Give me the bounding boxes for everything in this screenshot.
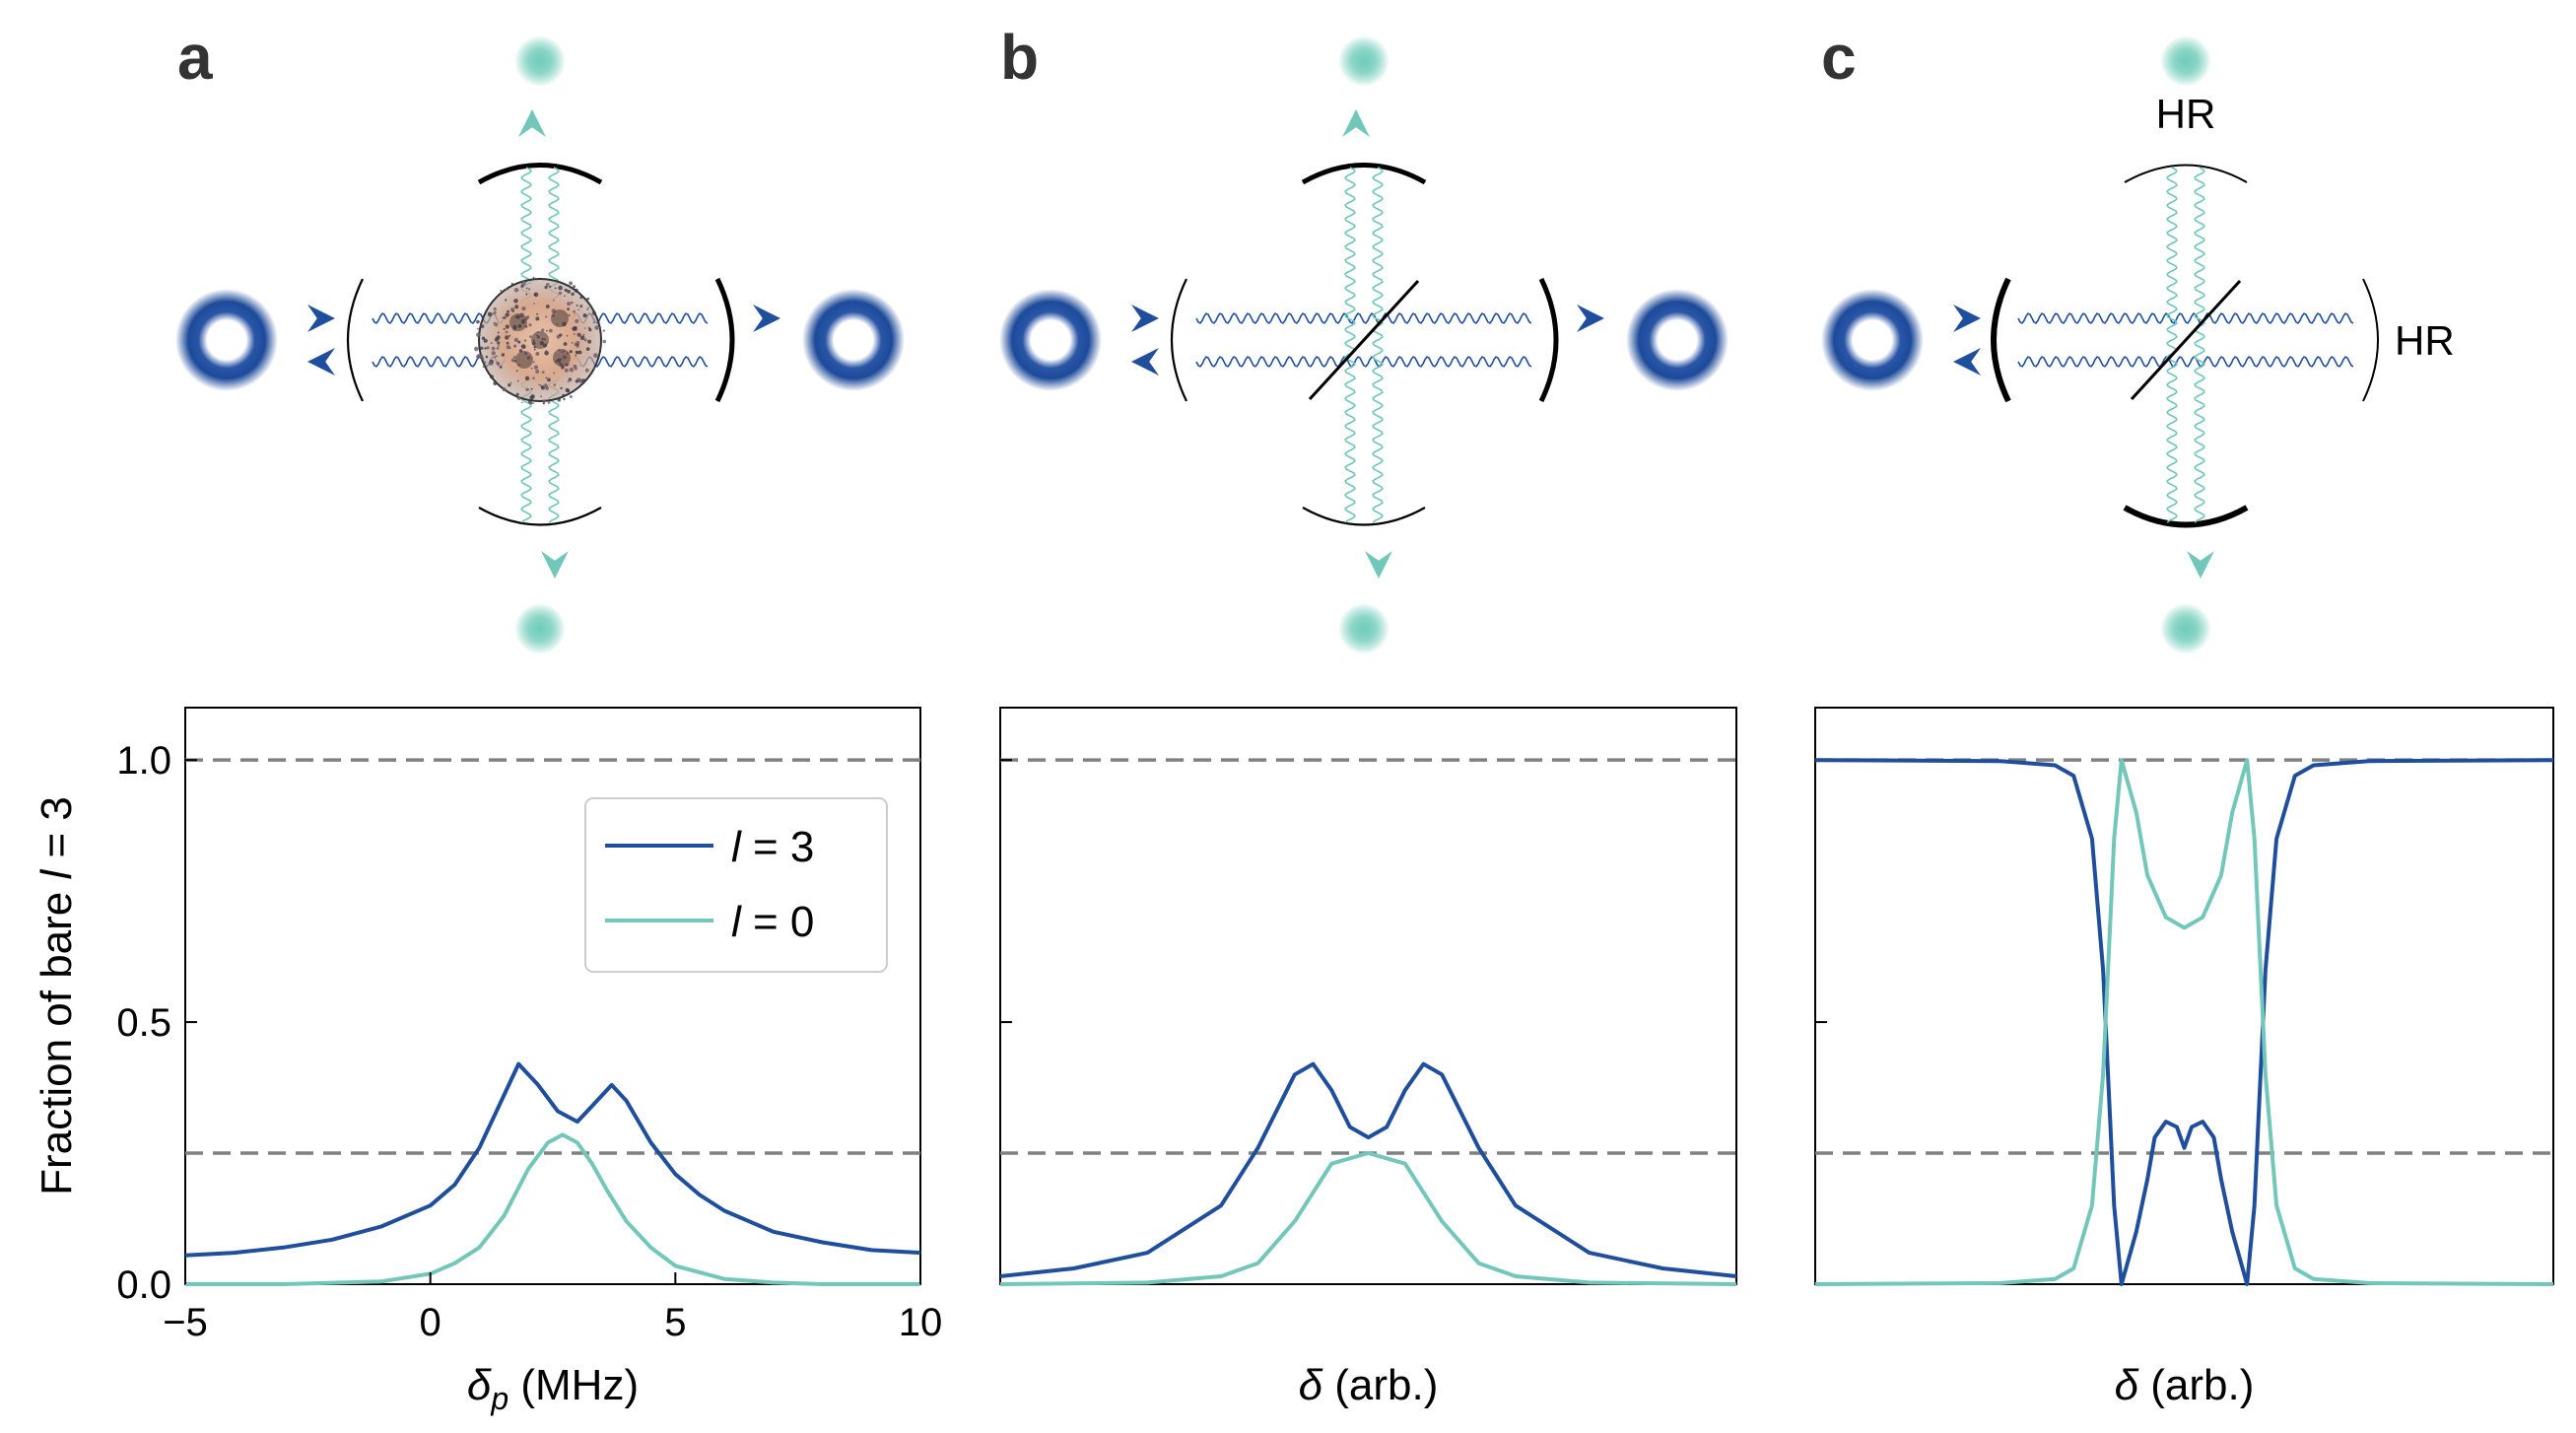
series-line-l0 — [1814, 758, 2554, 1286]
beam-horizontal-upper — [1195, 312, 1532, 324]
atom-cloud — [474, 276, 607, 405]
legend: l = 3 l = 0 — [584, 797, 888, 973]
arrow-up-icon — [518, 109, 546, 137]
cavity-diagram-a — [175, 35, 905, 654]
beam-vertical-left — [2166, 167, 2178, 523]
legend-label-l0: l = 0 — [731, 898, 814, 946]
beam-splitter — [1308, 279, 1420, 401]
y-axis-label: Fraction of bare l = 3 — [33, 796, 81, 1195]
series-line-l0 — [185, 1132, 920, 1286]
mirror-bottom — [2123, 505, 2249, 528]
mirror-right — [714, 277, 735, 403]
series-line-l3 — [1814, 758, 2554, 1286]
arrow-down-icon — [541, 551, 569, 579]
hr-label-top: HR — [2156, 91, 2216, 137]
x-axis-label: δ (arb.) — [1299, 1361, 1439, 1409]
mirror-top — [477, 163, 603, 185]
arrow-out-icon — [307, 348, 335, 375]
mirror-top — [2124, 164, 2248, 183]
plot-b: δ (arb.) — [999, 707, 1737, 1409]
cavity-diagram-c — [1821, 35, 2379, 654]
arrow-right-icon — [1577, 305, 1604, 332]
arrow-up-icon — [1342, 109, 1370, 137]
legend-label-l3: l = 3 — [731, 823, 814, 871]
spot-bottom — [1338, 603, 1390, 654]
y-tick-label: 0.0 — [116, 1263, 171, 1307]
mirror-left — [1991, 277, 2011, 403]
series-line-l3 — [184, 1061, 921, 1258]
x-axis-label: δ (arb.) — [2115, 1361, 2255, 1409]
beam-vertical-right — [1372, 167, 1384, 523]
beam-horizontal-lower — [2017, 356, 2354, 368]
arrow-down-icon — [1365, 551, 1392, 579]
arrow-down-icon — [2187, 551, 2214, 579]
x-tick-label: −5 — [163, 1301, 208, 1344]
spot-top — [514, 35, 566, 87]
x-tick-label: 10 — [899, 1301, 943, 1344]
ring-mode-left — [175, 289, 278, 391]
spot-top — [2160, 35, 2211, 87]
arrow-in-icon — [307, 305, 335, 332]
y-tick-label: 0.5 — [116, 1001, 171, 1045]
y-tick-label: 1.0 — [116, 739, 171, 783]
mirror-bottom — [1302, 507, 1426, 526]
ring-mode-right — [1626, 289, 1729, 391]
spot-top — [1338, 35, 1390, 87]
plot-frame — [184, 707, 921, 1285]
beam-horizontal-lower — [1195, 356, 1532, 368]
x-tick-label: 5 — [664, 1301, 686, 1344]
cavity-diagram-b — [999, 35, 1729, 654]
x-axis-label: δp (MHz) — [467, 1361, 639, 1416]
beam-vertical-right — [2194, 167, 2205, 523]
arrow-in-icon — [1131, 305, 1159, 332]
hr-label-right: HR — [2395, 317, 2455, 364]
beam-horizontal-upper — [2017, 312, 2354, 324]
arrow-in-icon — [1953, 305, 1981, 332]
plot-c: δ (arb.) — [1814, 707, 2554, 1409]
ring-mode-left — [999, 289, 1102, 391]
mirror-right — [1538, 277, 1559, 403]
ring-mode-left — [1821, 289, 1924, 391]
panel-letter-b: b — [1000, 22, 1039, 93]
spot-bottom — [2160, 603, 2211, 654]
mirror-right — [2362, 278, 2379, 402]
spot-bottom — [514, 603, 566, 654]
panel-letter-c: c — [1821, 22, 1857, 93]
arrow-out-icon — [1131, 348, 1159, 375]
plot-frame — [1814, 707, 2554, 1285]
mirror-top — [1301, 163, 1427, 185]
series-line-l0 — [999, 1151, 1737, 1286]
mirror-left — [346, 278, 364, 402]
beam-splitter — [2130, 279, 2242, 401]
series-line-l3 — [999, 1061, 1737, 1278]
ring-mode-right — [802, 289, 905, 391]
mirror-bottom — [478, 507, 602, 526]
x-tick-label: 0 — [420, 1301, 441, 1344]
arrow-right-icon — [753, 305, 780, 332]
mirror-left — [1170, 278, 1187, 402]
beam-vertical-left — [1344, 167, 1356, 523]
plot-frame — [999, 707, 1737, 1285]
panel-letter-a: a — [177, 22, 213, 93]
arrow-out-icon — [1953, 348, 1981, 375]
